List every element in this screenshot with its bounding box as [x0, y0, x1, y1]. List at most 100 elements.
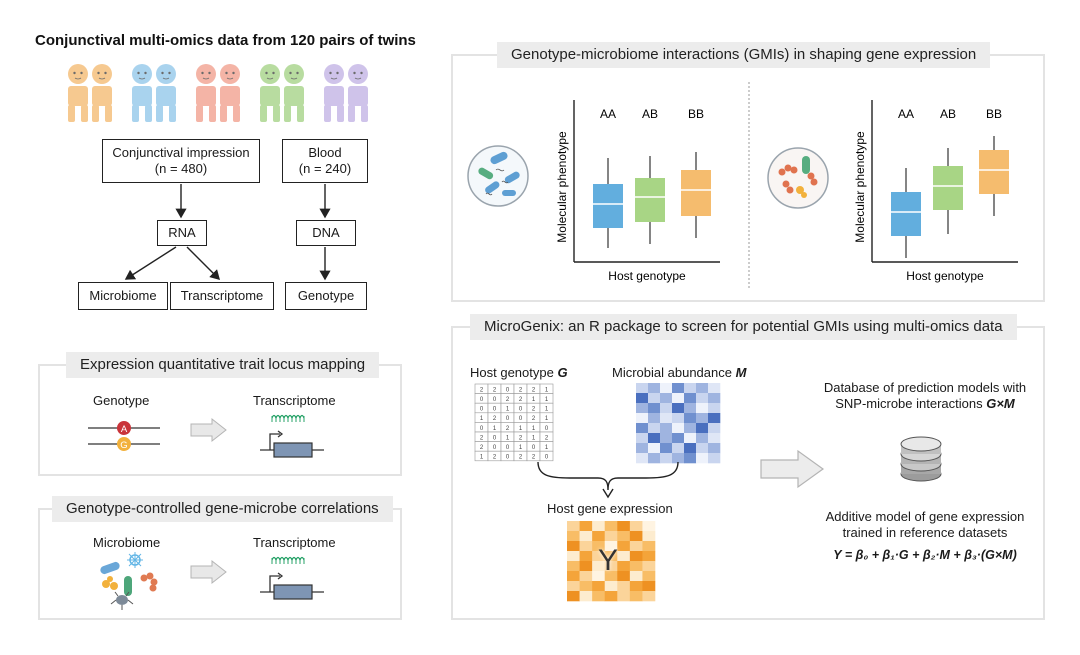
symbol-g: G [557, 365, 568, 380]
database-description: Database of prediction models with SNP-m… [823, 380, 1027, 411]
eqtl-arrow-icon [190, 417, 227, 443]
heatmap-cell [708, 383, 721, 394]
y-axis-label: Molecular phenotype [555, 131, 569, 243]
genotype-value: 2 [480, 435, 484, 441]
genotype-value: 0 [493, 407, 497, 413]
genotype-value: 2 [493, 416, 497, 422]
heatmap-cell [617, 521, 631, 532]
heatmap-cell [567, 561, 580, 572]
heatmap-cell [648, 453, 661, 464]
heatmap-cell [684, 453, 697, 464]
heatmap-cell [696, 433, 709, 444]
heatmap-cell [660, 433, 673, 444]
genotype-value: 1 [545, 445, 549, 451]
genotype-value: 2 [532, 387, 536, 393]
genotype-value: 1 [506, 435, 510, 441]
host-gene-expression-label: Host gene expression [547, 501, 673, 516]
genotype-value: 2 [493, 455, 497, 461]
genotype-value: 1 [545, 416, 549, 422]
gene-expression-heatmap [567, 521, 656, 602]
heatmap-cell [672, 443, 685, 454]
petri-dish-icon [767, 147, 829, 209]
heatmap-cell [642, 581, 656, 592]
genotype-value: 0 [480, 397, 484, 403]
dna-box: DNA [296, 220, 356, 246]
heatmap-cell [672, 453, 685, 464]
heatmap-cell [636, 413, 649, 424]
genotype-value: 2 [506, 426, 510, 432]
heatmap-cell [642, 591, 656, 602]
heatmap-cell [592, 551, 606, 562]
genotype-value: 1 [519, 445, 523, 451]
heatmap-cell [579, 531, 593, 542]
heatmap-cell [642, 541, 656, 552]
heatmap-cell [684, 413, 697, 424]
heatmap-cell [672, 433, 685, 444]
x-axis-label: Host genotype [608, 269, 686, 283]
genotype-value: 2 [532, 455, 536, 461]
genotype-label: AB [940, 107, 956, 121]
heatmap-cell [629, 591, 643, 602]
genotype-value: 0 [480, 407, 484, 413]
genotype-value: 1 [532, 435, 536, 441]
flow-arrows [124, 184, 331, 281]
heatmap-cell [629, 531, 643, 542]
heatmap-cell [648, 443, 661, 454]
heatmap-cell [660, 383, 673, 394]
heatmap-cell [592, 581, 606, 592]
heatmap-cell [629, 551, 643, 562]
heatmap-cell [604, 591, 618, 602]
allele-a-icon [117, 421, 131, 435]
heatmap-cell [636, 393, 649, 404]
genotype-label: AA [600, 107, 616, 121]
gcor-gene-icon [260, 556, 324, 600]
heatmap-cell [642, 531, 656, 542]
twin-pair-icon [68, 64, 112, 122]
big-arrow-icon [760, 449, 825, 489]
heatmap-cell [708, 433, 721, 444]
genotype-value: 0 [545, 455, 549, 461]
genotype-value: 0 [493, 445, 497, 451]
heatmap-cell [708, 393, 721, 404]
heatmap-cell [567, 531, 580, 542]
heatmap-cell [660, 423, 673, 434]
genotype-value: 1 [532, 397, 536, 403]
conjunctival-impression-label: Conjunctival impression [112, 145, 250, 160]
genotype-value: 2 [480, 445, 484, 451]
heatmap-cell [567, 551, 580, 562]
additive-model-description: Additive model of gene expression traine… [825, 509, 1025, 540]
genotype-cell [539, 450, 554, 462]
heatmap-cell [629, 571, 643, 582]
heatmap-cell [592, 571, 606, 582]
heatmap-cell [604, 571, 618, 582]
heatmap-cell [648, 413, 661, 424]
heatmap-cell [579, 551, 593, 562]
heatmap-cell [579, 591, 593, 602]
heatmap-cell [592, 591, 606, 602]
heatmap-cell [604, 561, 618, 572]
genotype-value: 0 [506, 455, 510, 461]
symbol-m: M [735, 365, 747, 380]
gcor-microbiome-label: Microbiome [93, 535, 161, 550]
genotype-value: 2 [519, 387, 523, 393]
genotype-value: 1 [480, 416, 484, 422]
microbial-abundance-heatmap [636, 383, 721, 464]
gene-microbe-panel-title: Genotype-controlled gene-microbe correla… [52, 496, 393, 522]
genotype-value: 1 [519, 426, 523, 432]
box-aa [593, 184, 623, 228]
blood-label: Blood [308, 145, 342, 160]
heatmap-cell [660, 393, 673, 404]
heatmap-cell [636, 453, 649, 464]
genotype-label: AB [642, 107, 658, 121]
twin-pair-icon [324, 64, 368, 122]
petri-dish-icon [467, 145, 529, 207]
blood-box: Blood (n = 240) [282, 139, 368, 183]
genotype-value: 0 [480, 426, 484, 432]
heatmap-cell [672, 413, 685, 424]
twin-pair-icon [260, 64, 304, 122]
heatmap-cell [592, 531, 606, 542]
heatmap-cell [642, 551, 656, 562]
heatmap-cell [660, 413, 673, 424]
heatmap-cell [617, 541, 631, 552]
